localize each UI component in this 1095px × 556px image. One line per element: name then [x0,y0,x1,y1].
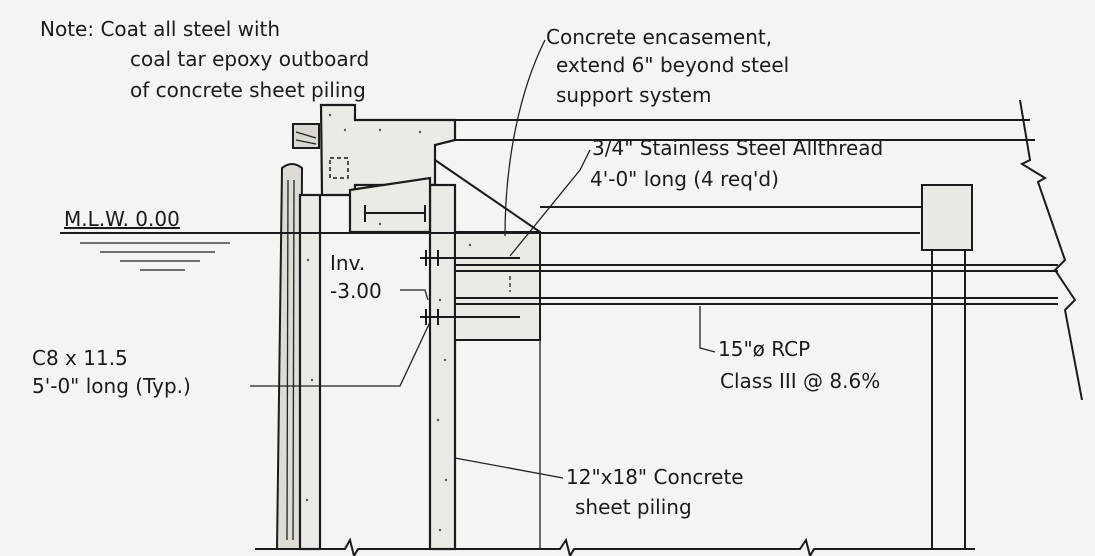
leader-channel [250,321,431,387]
water-symbol [80,242,230,271]
inv-line-1: Inv. [330,251,365,275]
piling-line-2: sheet piling [575,495,692,519]
leader-encasement [504,39,546,237]
steel-beam-section [364,205,426,222]
rcp-line-2: Class III @ 8.6% [720,369,880,393]
channel-line-2: 5'-0" long (Typ.) [32,374,191,398]
allthread-line-2: 4'-0" long (4 req'd) [590,167,779,191]
channel-line-1: C8 x 11.5 [32,346,128,370]
embedded-channel [329,157,349,179]
leader-inv [400,289,429,301]
note-line-3: of concrete sheet piling [130,78,366,102]
timber-pile [275,163,304,550]
note-line-1: Note: Coat all steel with [40,17,280,41]
inv-line-2: -3.00 [330,279,382,303]
right-break-line [1019,99,1083,401]
leader-allthread [509,149,591,257]
allthread-line-1: 3/4" Stainless Steel Allthread [592,136,883,160]
encasement-line-3: support system [556,83,711,107]
support-post-cap [921,184,973,251]
sheet-pile-left [298,193,322,551]
leader-rcp [699,306,716,353]
concrete-sheet-piling [428,183,457,551]
bottom-break-line [255,537,975,556]
note-line-2: coal tar epoxy outboard [130,47,369,71]
encasement-line-1: Concrete encasement, [546,25,772,49]
concrete-encasement [454,231,541,341]
concrete-cap [319,103,457,197]
piling-line-1: 12"x18" Concrete [566,465,744,489]
concrete-stipple [305,113,472,532]
rcp-line-1: 15"ø RCP [718,337,810,361]
encasement-line-2: extend 6" beyond steel [556,53,789,77]
leader-piling [454,457,564,479]
mlw-label: M.L.W. 0.00 [64,207,180,231]
